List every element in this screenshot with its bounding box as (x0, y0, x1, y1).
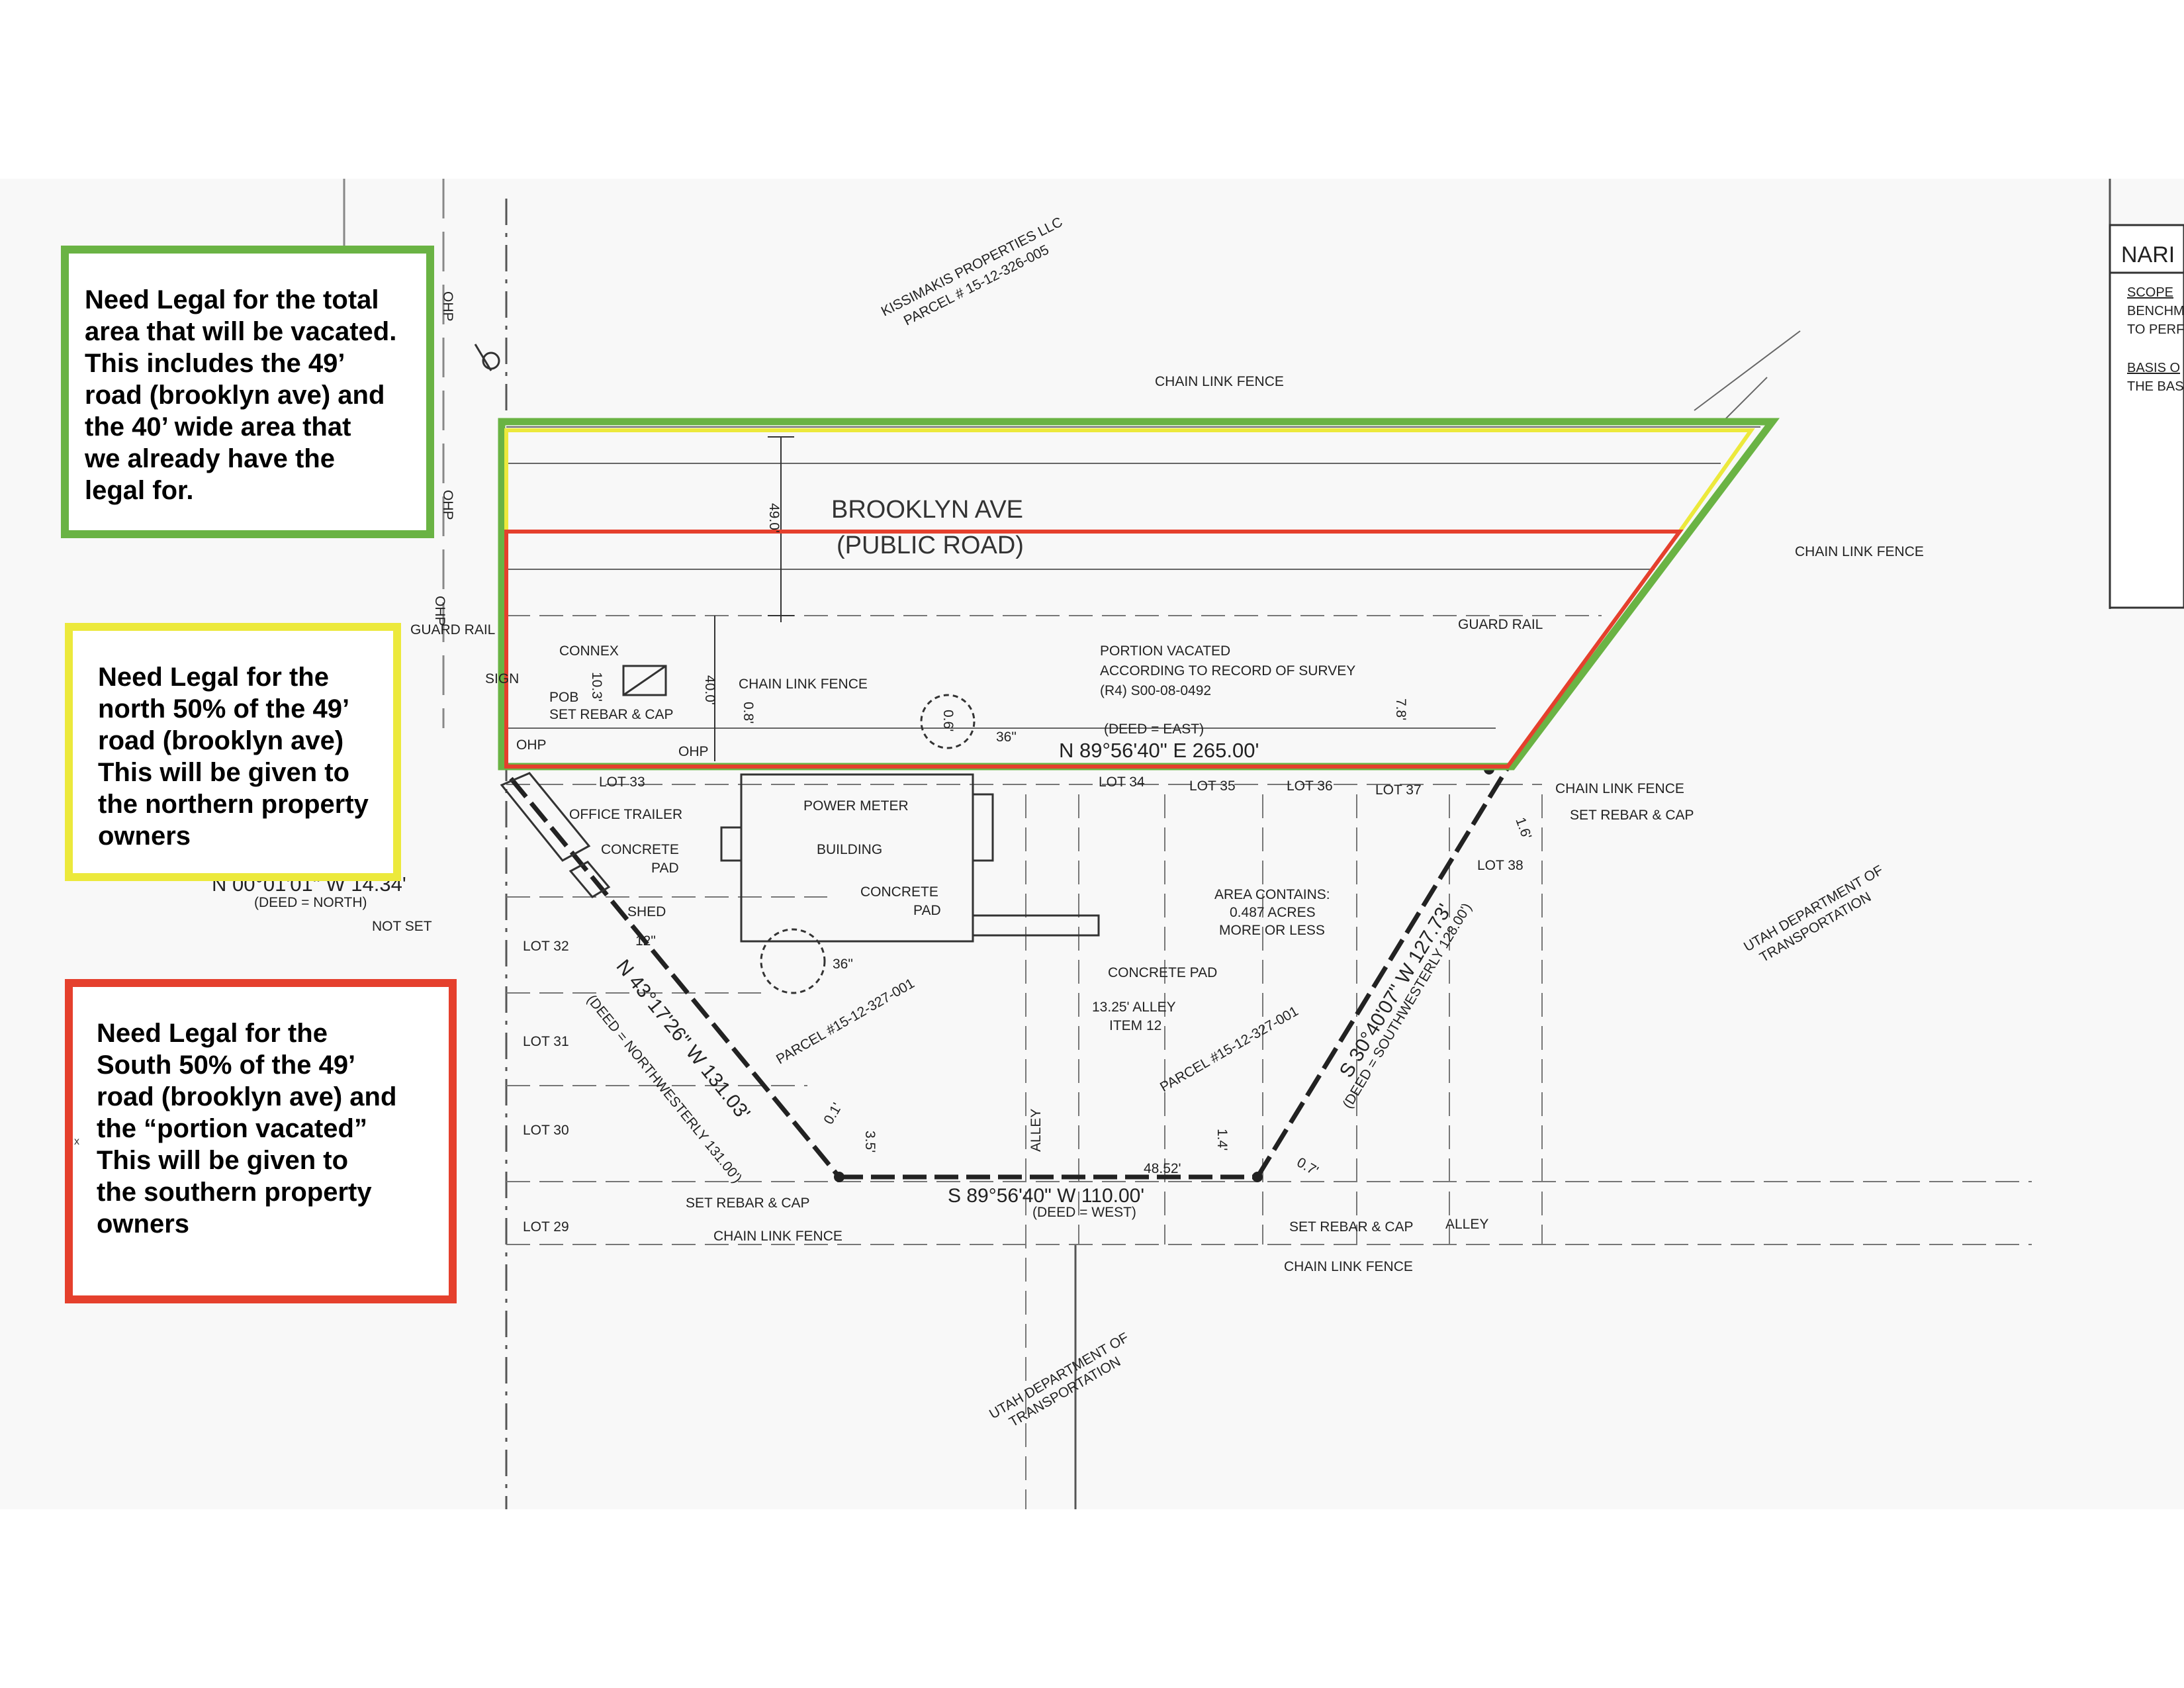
lot-38-label: LOT 38 (1477, 858, 1524, 873)
width-40-label: 40.0' (702, 675, 717, 705)
rebar-marker (1252, 1172, 1263, 1182)
concrete-pad-label-2a: CONCRETE (860, 884, 938, 900)
red-south-half (504, 530, 1684, 769)
title-block: NARI SCOPE BENCHM TO PERF BASIS O THE BA… (2109, 224, 2184, 609)
ohp-label-vertical-3: OHP (432, 596, 447, 626)
dim-1-4-label: 1.4' (1214, 1129, 1230, 1150)
building-label: BUILDING (817, 842, 882, 857)
lot-32-label: LOT 32 (523, 939, 569, 954)
guard-rail-label-left: GUARD RAIL (410, 622, 495, 637)
portion-vacated-line-3: (R4) S00-08-0492 (1100, 683, 1211, 698)
road-lines (506, 330, 1801, 761)
bearing-south-label: S 89°56'40" W 110.00' (948, 1185, 1144, 1207)
area-label-3: MORE OR LESS (1219, 923, 1325, 938)
bearing-north-label: N 89°56'40" E 265.00' (1059, 739, 1259, 762)
dim-7-8-label: 7.8' (1393, 698, 1408, 720)
deed-west-label: (DEED = WEST) (1032, 1205, 1136, 1220)
stray-mark: x (74, 1136, 79, 1147)
green-vacated-area (498, 418, 1780, 771)
dim-12-label: 12" (635, 933, 656, 949)
office-trailer-shape (500, 772, 591, 862)
road-type-label: (PUBLIC ROAD) (837, 532, 1024, 559)
alley-label-vertical: ALLEY (1028, 1109, 1044, 1152)
ohp-label-1: OHP (516, 737, 547, 753)
alley-label: ALLEY (1445, 1217, 1488, 1232)
tree-symbol (920, 694, 976, 749)
green-callout: Need Legal for the total area that will … (61, 246, 434, 538)
area-label-1: AREA CONTAINS: (1214, 887, 1330, 902)
set-rebar-cap-label-sw: SET REBAR & CAP (686, 1196, 810, 1211)
lot-36-label: LOT 36 (1287, 778, 1333, 794)
shed-label: SHED (627, 904, 666, 919)
portion-vacated-line-2: ACCORDING TO RECORD OF SURVEY (1100, 663, 1355, 679)
power-meter-label: POWER METER (803, 798, 909, 814)
lot-29-label: LOT 29 (523, 1219, 569, 1235)
dim-36-label: 36" (996, 729, 1017, 745)
deed-east-label: (DEED = EAST) (1104, 722, 1204, 737)
office-trailer-label: OFFICE TRAILER (569, 807, 682, 822)
dim-0-8-label: 0.8' (741, 702, 756, 724)
sign-label: SIGN (485, 671, 519, 686)
fence-label-right: CHAIN LINK FENCE (1795, 544, 1924, 559)
title-block-perf: TO PERF (2127, 322, 2184, 337)
portion-vacated-line-1: PORTION VACATED (1100, 643, 1230, 659)
concrete-pad-label-1a: CONCRETE (601, 842, 679, 857)
title-block-basis: BASIS O (2127, 361, 2180, 375)
dim-48-52-label: 48.52' (1144, 1161, 1181, 1176)
fence-label-top: CHAIN LINK FENCE (1155, 374, 1284, 389)
lot-37-label: LOT 37 (1375, 782, 1422, 798)
lot-33-label: LOT 33 (599, 774, 645, 790)
dim-0-6-label: 0.6' (940, 710, 956, 731)
alley-item-label-1: 13.25' ALLEY (1092, 1000, 1176, 1015)
ohp-label-2: OHP (678, 744, 709, 759)
green-callout-text: Need Legal for the total area that will … (85, 285, 397, 505)
set-rebar-cap-label-s: SET REBAR & CAP (1289, 1219, 1414, 1235)
fence-label-se: CHAIN LINK FENCE (1555, 781, 1684, 796)
shed-shape (569, 861, 611, 898)
connex-label: CONNEX (559, 643, 619, 659)
concrete-pad-label-3: CONCRETE PAD (1108, 965, 1217, 980)
guard-rail-label-right: GUARD RAIL (1458, 617, 1543, 632)
fence-label-s: CHAIN LINK FENCE (1284, 1259, 1413, 1274)
set-rebar-cap-label-pob: SET REBAR & CAP (549, 707, 674, 722)
title-block-bench: BENCHM (2127, 304, 2184, 318)
red-callout-text: Need Legal for the South 50% of the 49’ … (97, 1019, 397, 1239)
concrete-pad-label-2b: PAD (913, 903, 941, 918)
yellow-callout: Need Legal for the north 50% of the 49’ … (65, 623, 401, 881)
rebar-marker (834, 1172, 844, 1182)
tree-symbol (760, 928, 826, 994)
ohp-label-vertical-2: OHP (440, 490, 455, 520)
dim-10-3-label: 10.3' (589, 672, 604, 702)
lot-30-label: LOT 30 (523, 1123, 569, 1138)
yellow-callout-text: Need Legal for the north 50% of the 49’ … (98, 663, 369, 851)
structures (474, 344, 1100, 994)
title-block-the-bas: THE BAS (2127, 379, 2184, 394)
set-rebar-cap-label-se: SET REBAR & CAP (1570, 808, 1694, 823)
area-label-2: 0.487 ACRES (1230, 905, 1316, 920)
lot-31-label: LOT 31 (523, 1034, 569, 1049)
dim-3-5-label: 3.5' (862, 1131, 878, 1152)
fence-label-mid: CHAIN LINK FENCE (739, 677, 868, 692)
ohp-label-vertical-1: OHP (440, 291, 455, 322)
pob-label: POB (549, 690, 578, 705)
lot-35-label: LOT 35 (1189, 778, 1236, 794)
width-49-label: 49.0' (766, 503, 782, 533)
lot-34-label: LOT 34 (1099, 774, 1145, 790)
fence-label-sw: CHAIN LINK FENCE (713, 1229, 842, 1244)
title-block-heading: NARI (2121, 242, 2175, 267)
dim-36-label-2: 36" (833, 957, 853, 972)
red-callout: Need Legal for the South 50% of the 49’ … (65, 979, 457, 1303)
connex-box (622, 665, 667, 696)
deed-north-label: (DEED = NORTH) (254, 895, 367, 910)
not-set-label: NOT SET (372, 919, 432, 934)
title-block-scope: SCOPE (2127, 285, 2173, 300)
concrete-pad-label-1b: PAD (651, 861, 679, 876)
alley-item-label-2: ITEM 12 (1109, 1018, 1161, 1033)
road-name-label: BROOKLYN AVE (831, 496, 1023, 524)
